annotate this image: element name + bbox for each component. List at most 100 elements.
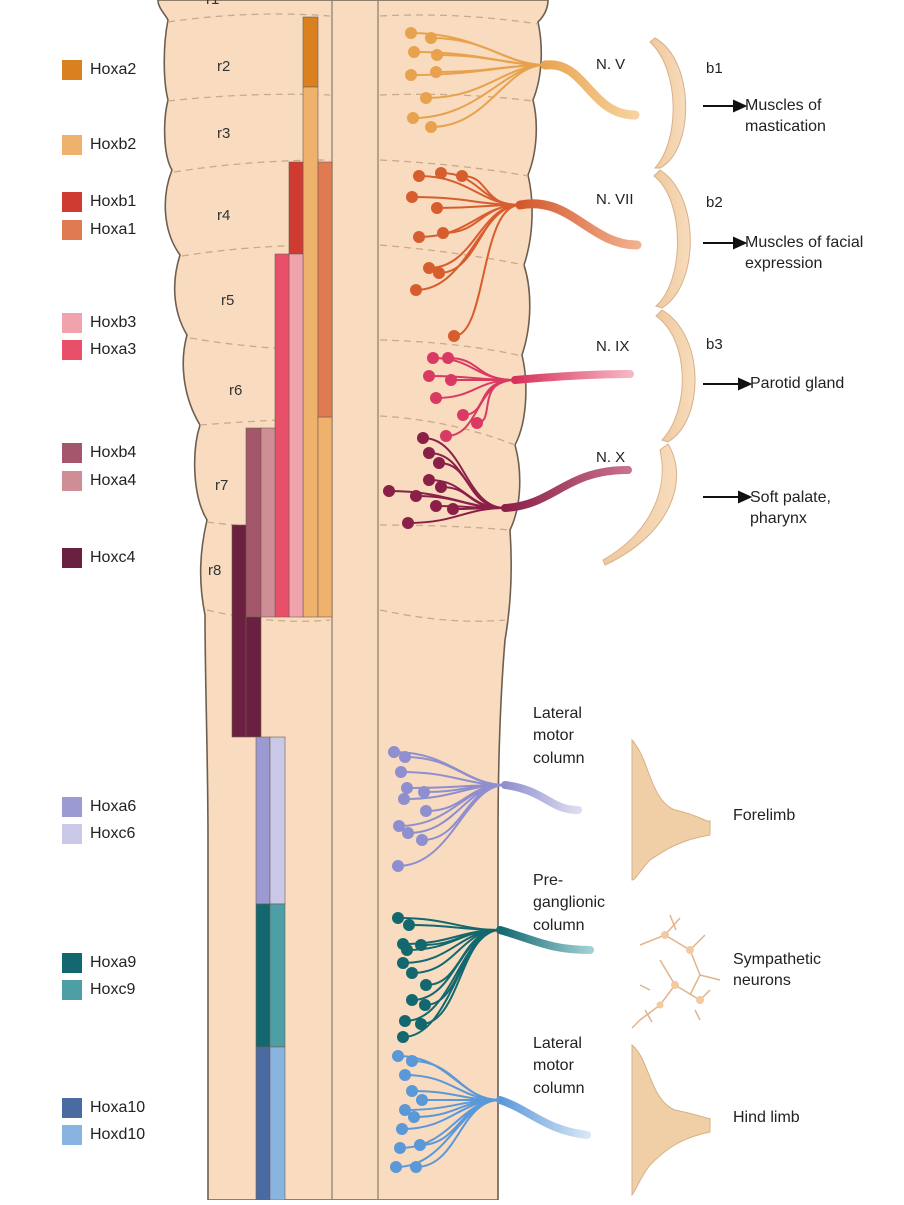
hindlimb-bulge	[631, 1043, 711, 1197]
legend-swatch	[62, 443, 82, 463]
arch-label-b2: b2	[706, 194, 723, 211]
forelimb-bulge	[631, 738, 711, 881]
bar-hoxb3	[288, 253, 304, 618]
column-label-lateral-motor-1: Lateral motor column	[533, 705, 585, 767]
bar-hoxa6	[255, 736, 271, 905]
legend-item-hoxa2: Hoxa2	[62, 60, 136, 80]
bar-hoxa1	[317, 161, 333, 418]
legend-swatch	[62, 313, 82, 333]
legend-item-hoxa10: Hoxa10	[62, 1098, 145, 1118]
legend-swatch	[62, 1125, 82, 1145]
arch-b3	[655, 309, 696, 443]
legend-label: Hoxa2	[90, 61, 137, 78]
legend-label: Hoxa6	[90, 798, 137, 815]
bar-hoxc4b	[245, 616, 262, 738]
bar-hoxa10	[255, 1046, 271, 1201]
target-forelimb: Forelimb	[733, 807, 796, 824]
legend-item-hoxb2: Hoxb2	[62, 135, 136, 155]
target-parotid-gland: Parotid gland	[750, 375, 845, 392]
legend-item-hoxb4: Hoxb4	[62, 443, 136, 463]
nerve-v-fibers	[405, 27, 640, 133]
legend-label: Hoxd10	[90, 1126, 146, 1143]
segment-label-r7: r7	[215, 477, 229, 494]
legend-label: Hoxb2	[90, 136, 137, 153]
legend-swatch	[62, 192, 82, 212]
neural-tube-body	[157, 0, 549, 1201]
nerve-label-v: N. V	[596, 56, 626, 73]
pharyngeal-arches	[602, 37, 696, 566]
nerve-label-vii: N. VII	[596, 191, 634, 208]
legend-item-hoxc9: Hoxc9	[62, 980, 135, 1000]
legend-item-hoxb3: Hoxb3	[62, 313, 136, 333]
column-label-lateral-motor-2: Lateral motor column	[533, 1035, 585, 1097]
target-facial-expression: Muscles of facial expression	[745, 234, 864, 272]
legend-swatch	[62, 953, 82, 973]
bar-hoxc4	[231, 524, 247, 738]
bar-hoxd10	[269, 1046, 286, 1201]
legend-label: Hoxa1	[90, 221, 137, 238]
arch-label-b1: b1	[706, 60, 723, 77]
nerve-ix-fibers	[423, 352, 634, 442]
bar-hoxa4	[260, 427, 276, 618]
hox-expression-bars	[231, 16, 333, 1201]
legend-label: Hoxb1	[90, 193, 137, 210]
legend-label: Hoxb4	[90, 444, 137, 461]
legend-label: Hoxc9	[90, 981, 136, 998]
legend-swatch	[62, 824, 82, 844]
legend-item-hoxc4: Hoxc4	[62, 548, 135, 568]
legend-swatch	[62, 340, 82, 360]
bar-hoxc6	[269, 736, 286, 905]
nerve-label-x: N. X	[596, 449, 626, 466]
bar-hoxa9	[255, 903, 271, 1048]
legend-item-hoxa9: Hoxa9	[62, 953, 136, 973]
target-sympathetic-neurons: Sympathetic neurons	[733, 951, 822, 989]
legend-swatch	[62, 548, 82, 568]
bar-hoxb1	[288, 161, 304, 255]
arch-b2	[653, 169, 691, 309]
legend-label: Hoxc6	[90, 825, 136, 842]
bar-hoxa3	[274, 253, 290, 618]
nerve-label-ix: N. IX	[596, 338, 630, 355]
segment-label-r8: r8	[208, 562, 222, 579]
legend-item-hoxa4: Hoxa4	[62, 471, 136, 491]
bar-hoxb2	[302, 86, 319, 618]
legend-swatch	[62, 797, 82, 817]
legend-item-hoxd10: Hoxd10	[62, 1125, 145, 1145]
legend-swatch	[62, 1098, 82, 1118]
sympathetic-neuron-bodies	[656, 931, 704, 1009]
target-mastication: Muscles of mastication	[745, 97, 826, 135]
bar-hoxb2-edge	[317, 416, 333, 618]
legend-item-hoxb1: Hoxb1	[62, 192, 136, 212]
bar-hoxa2	[302, 16, 319, 88]
motor-neuron-fibers	[383, 27, 642, 1173]
legend-swatch	[62, 980, 82, 1000]
segment-label-r4: r4	[217, 207, 231, 224]
segment-label-r1: r1	[206, 0, 219, 8]
legend-swatch	[62, 135, 82, 155]
sympathetic-neurons-drawing	[631, 914, 721, 1029]
legend-item-hoxc6: Hoxc6	[62, 824, 135, 844]
bar-hoxb4	[245, 427, 262, 618]
segment-label-r2: r2	[217, 58, 231, 75]
legend-label: Hoxa4	[90, 472, 137, 489]
arch-b1	[649, 37, 687, 169]
legend-swatch	[62, 220, 82, 240]
column-label-preganglionic: Pre- ganglionic column	[533, 872, 606, 934]
legend-item-hoxa1: Hoxa1	[62, 220, 136, 240]
legend-label: Hoxa10	[90, 1099, 146, 1116]
target-soft-palate: Soft palate, pharynx	[750, 489, 831, 527]
legend-swatch	[62, 471, 82, 491]
nerve-x-fibers	[383, 432, 632, 529]
bar-hoxc9	[269, 903, 286, 1048]
legend-label: Hoxa3	[90, 341, 137, 358]
segment-label-r6: r6	[229, 382, 243, 399]
preganglionic-fibers	[392, 912, 594, 1043]
nerve-vii-fibers	[406, 167, 642, 342]
legend-item-hoxa6: Hoxa6	[62, 797, 136, 817]
segment-label-r3: r3	[217, 125, 231, 142]
legend-swatch	[62, 60, 82, 80]
segment-label-r5: r5	[221, 292, 235, 309]
arch-label-b3: b3	[706, 336, 723, 353]
